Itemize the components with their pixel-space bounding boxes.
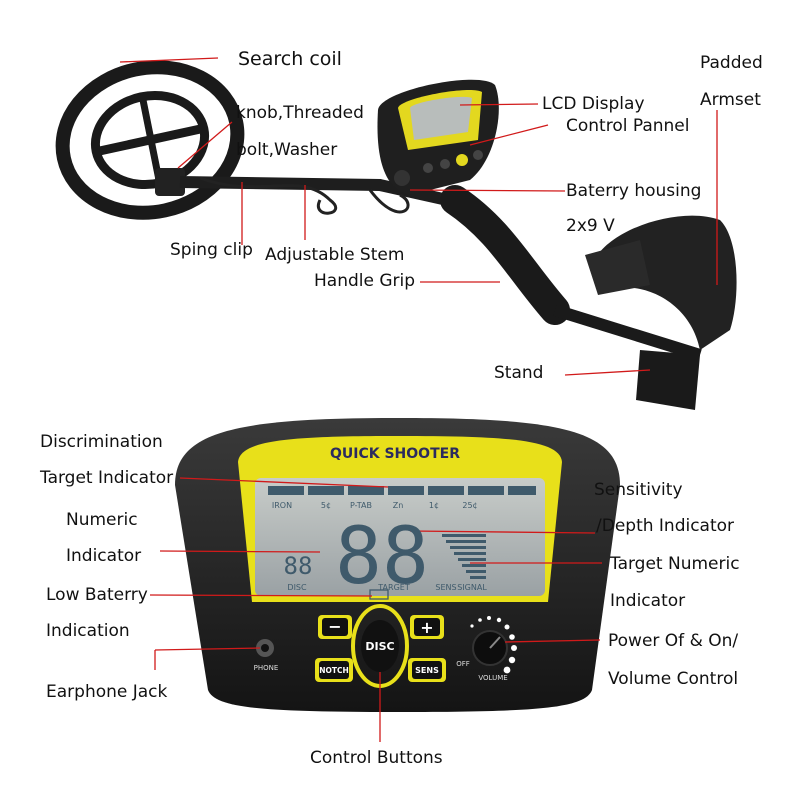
notch-label[interactable]: NOTCH <box>319 666 349 675</box>
notch-button[interactable] <box>315 658 353 682</box>
minus-label[interactable]: − <box>328 617 341 636</box>
scale-label-5: 25¢ <box>462 501 477 510</box>
scale-label-4: 1¢ <box>429 501 439 510</box>
label-depth-indicator: /Depth Indicator <box>596 516 735 536</box>
target-caption: TARGET <box>377 583 410 592</box>
control-box-shape <box>377 79 499 195</box>
label-stand: Stand <box>494 363 544 383</box>
scale-label-2: P-TAB <box>350 501 372 510</box>
label-sensitivity: Sensitivity <box>594 480 683 500</box>
off-caption: OFF <box>456 660 470 668</box>
small-digits: 88 <box>284 552 313 580</box>
disc-caption: DISC <box>287 583 307 592</box>
discrimination-bars <box>268 486 536 495</box>
label-indication: Indication <box>46 621 130 641</box>
label-power-onoff: Power Of & On/ <box>608 631 739 651</box>
label-padded: Padded <box>700 53 763 73</box>
label-adjustable-stem: Adjustable Stem <box>265 245 405 265</box>
label-sping-clip: Sping clip <box>170 240 253 260</box>
label-volume-control: Volume Control <box>608 669 739 689</box>
stand-shape <box>636 350 700 410</box>
label-control-buttons: Control Buttons <box>310 748 443 768</box>
sens-button[interactable] <box>408 658 446 682</box>
label-target-indicator: Target Indicator <box>40 468 174 488</box>
handle-grip-shape <box>440 185 570 325</box>
signal-caption: SIGNAL <box>457 583 487 592</box>
scale-label-3: Zn <box>393 501 404 510</box>
label-knob-threaded: knob,Threaded <box>236 103 364 123</box>
volume-knob[interactable] <box>472 630 508 666</box>
control-panel-closeup <box>175 418 620 712</box>
label-battery-spec: 2x9 V <box>566 216 615 236</box>
label-bolt-washer: bolt,Washer <box>236 140 338 160</box>
label-indicator: Indicator <box>66 546 142 566</box>
label-low-baterry: Low Baterry <box>46 585 148 605</box>
disc-button[interactable] <box>361 620 399 672</box>
label-armset: Armset <box>700 90 761 110</box>
phone-caption: PHONE <box>254 664 279 672</box>
plus-button[interactable] <box>410 615 444 639</box>
search-coil-shape <box>55 60 245 220</box>
panel-callouts <box>149 477 602 742</box>
label-handle-grip: Handle Grip <box>314 271 416 291</box>
label-target-numeric: Target Numeric <box>610 554 740 574</box>
label-control-pannel: Control Pannel <box>566 116 690 136</box>
earphone-jack[interactable] <box>256 639 274 657</box>
signal-strength-bars <box>442 534 486 579</box>
volume-caption: VOLUME <box>478 674 507 682</box>
sens-label[interactable]: SENS <box>415 666 439 675</box>
label-earphone-jack: Earphone Jack <box>46 682 168 702</box>
armrest-shape <box>585 215 737 350</box>
disc-label[interactable]: DISC <box>365 640 394 653</box>
scale-label-1: 5¢ <box>321 501 331 510</box>
label-lcd-display: LCD Display <box>542 94 645 114</box>
label-discrimination: Discrimination <box>40 432 163 452</box>
coil-cable <box>199 176 338 215</box>
low-battery-icon <box>369 589 389 600</box>
brand-text: QUICK SHOOTER <box>330 446 460 462</box>
volume-scale-dots <box>470 616 517 674</box>
scale-label-0: IRON <box>272 501 292 510</box>
stem-shape <box>179 176 472 211</box>
big-digits: 88 <box>335 512 429 602</box>
sens-caption: SENS <box>435 583 456 592</box>
top-callouts <box>119 57 718 376</box>
label-target-numeric-indicator: Indicator <box>610 591 686 611</box>
label-numeric: Numeric <box>66 510 138 530</box>
label-search-coil: Search coil <box>238 48 342 70</box>
label-baterry-housing: Baterry housing <box>566 181 702 201</box>
plus-label[interactable]: + <box>420 618 433 637</box>
minus-button[interactable] <box>318 615 352 639</box>
